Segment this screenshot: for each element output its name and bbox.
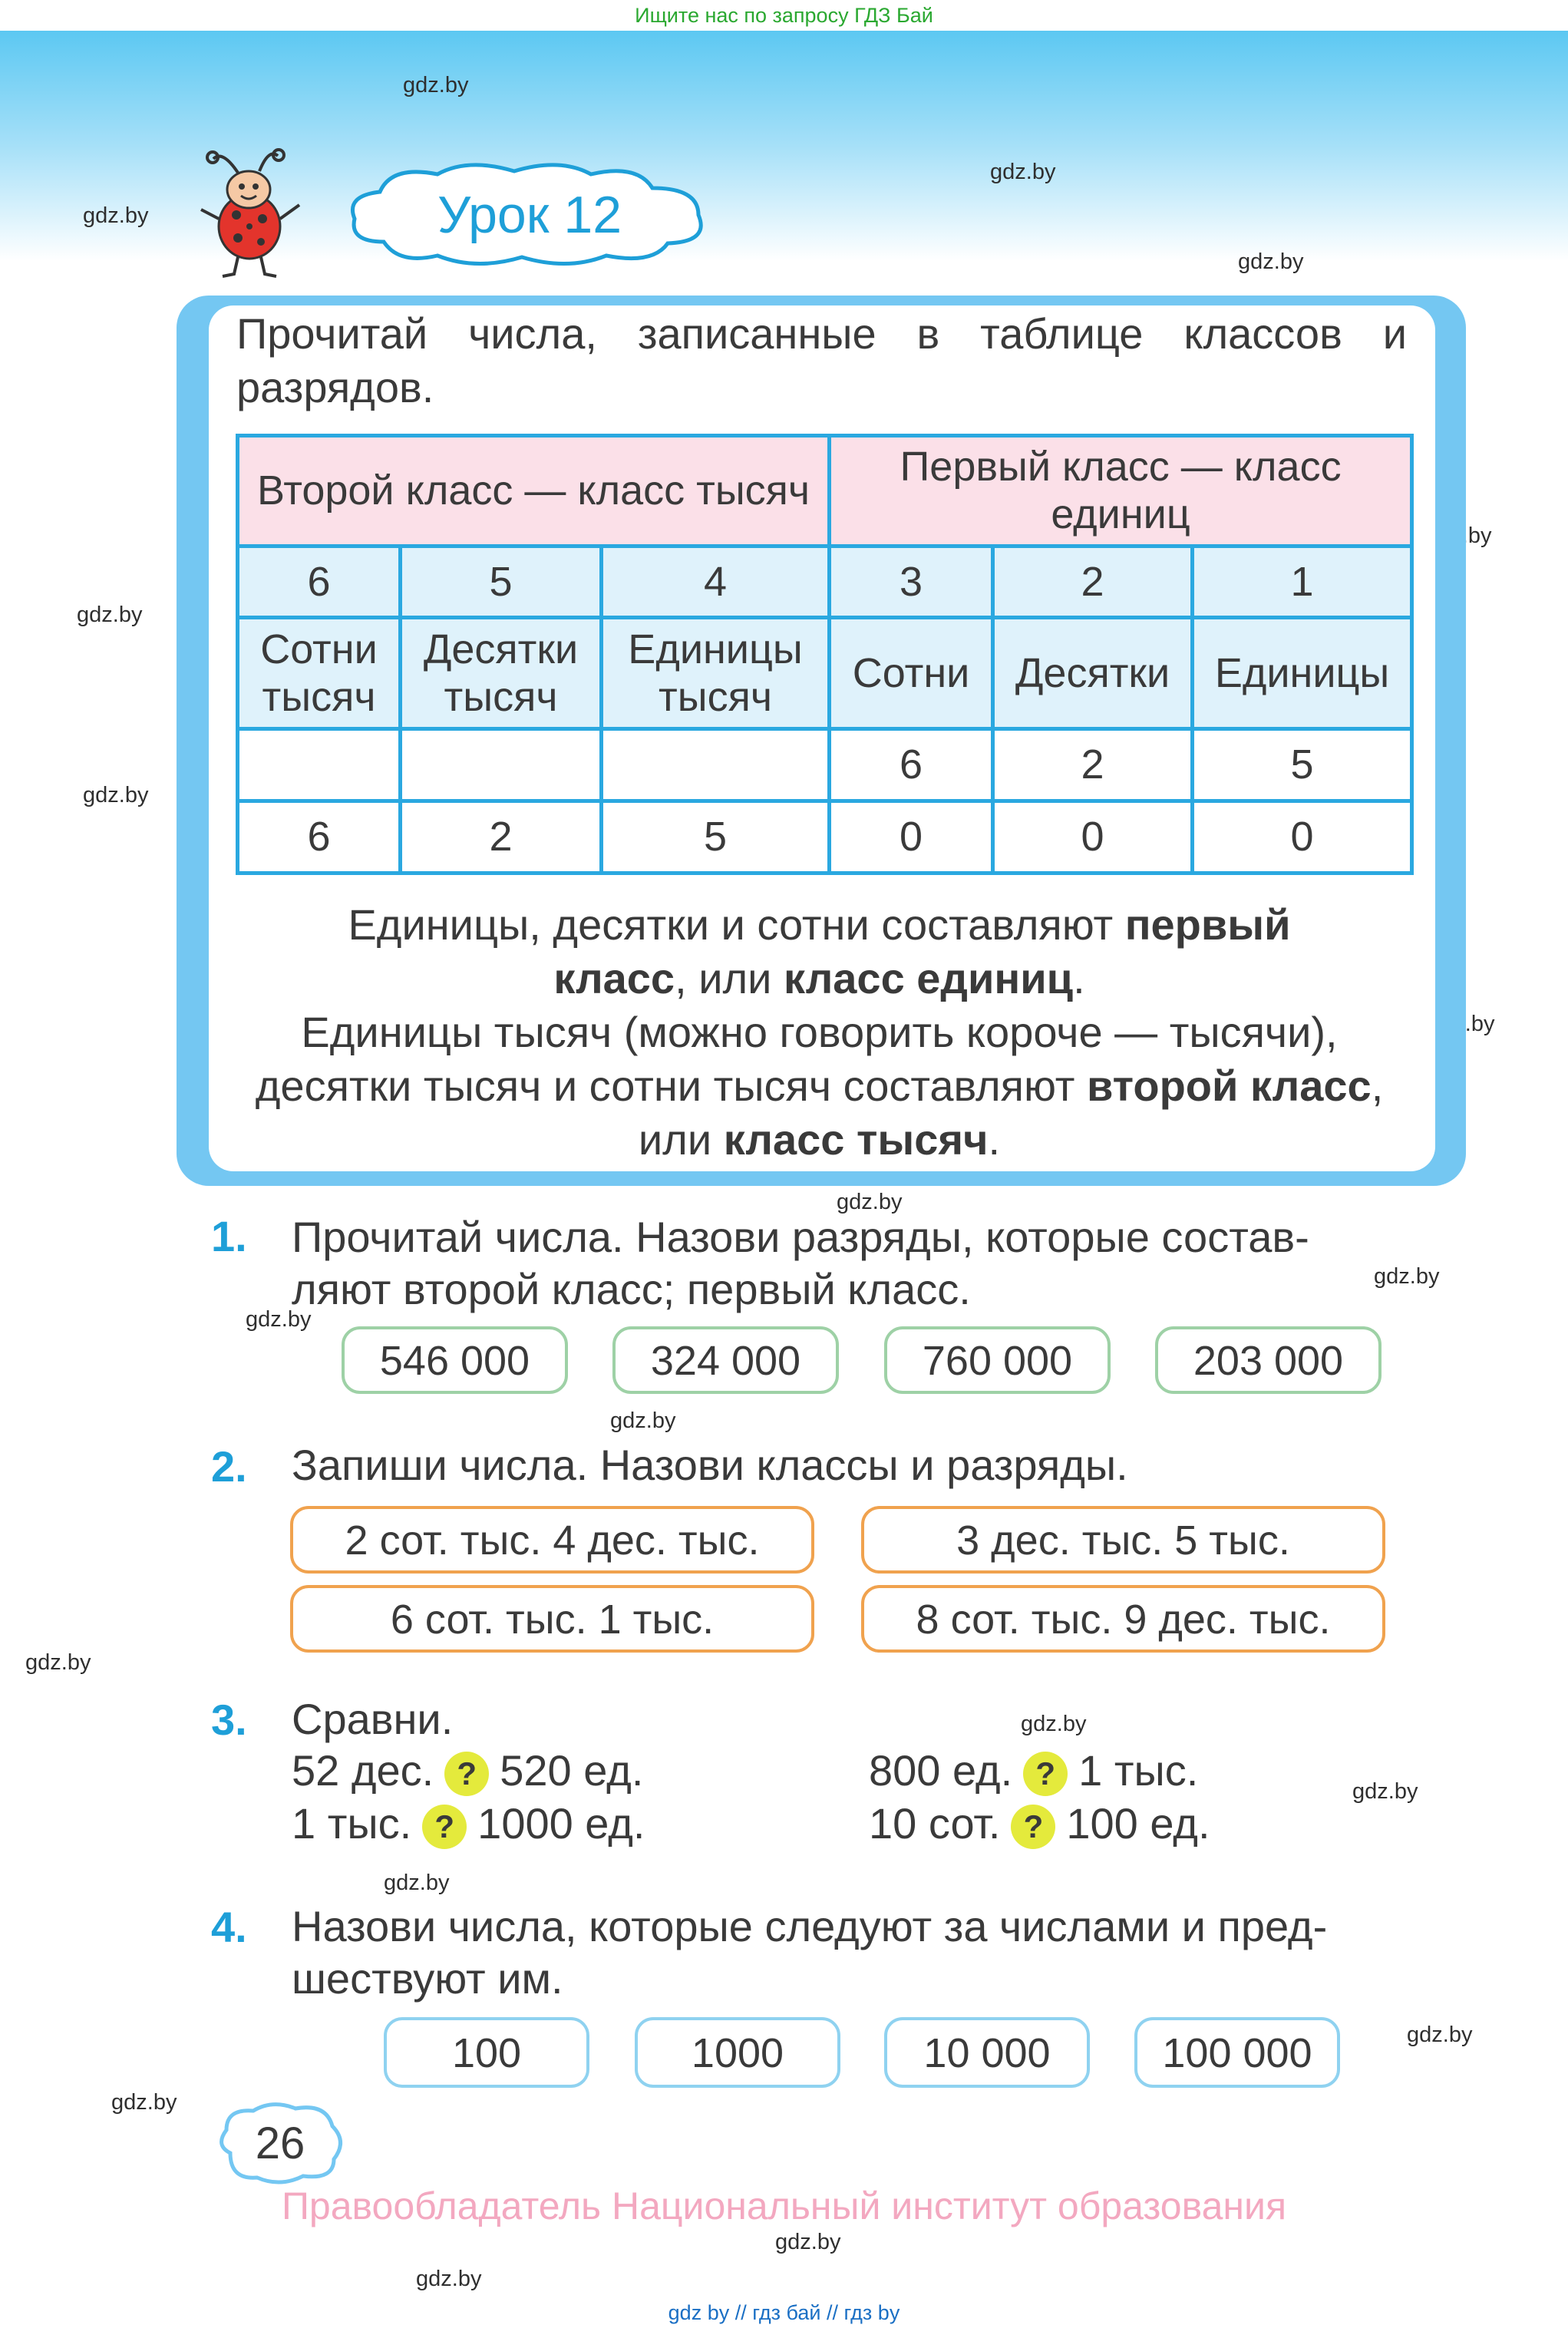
watermark: gdz.by [111,2090,177,2115]
exercise-3-text: Сравни. [292,1695,454,1743]
place-number: 2 [991,543,1195,620]
lesson-title: Урок 12 [437,186,622,244]
question-mark-icon: ? [422,1805,467,1850]
comparison: 52 дес.?520 ед. [292,1745,643,1797]
place-number: 4 [599,543,832,620]
watermark: gdz.by [610,1408,676,1433]
watermark: gdz.by [77,603,143,627]
comparison: 1 тыс.?1000 ед. [292,1798,645,1850]
watermark: gdz.by [1021,1712,1087,1736]
number-card: 324 000 [612,1326,839,1394]
place-name: Сотни [827,616,995,731]
footer-link[interactable]: gdz by [668,2301,730,2324]
table-cell: 2 [991,727,1195,803]
footer-separator: // [827,2301,839,2324]
rule-text: Единицы, десятки и сотни составляют перв… [230,898,1408,1167]
table-cell [599,727,832,803]
question-mark-icon: ? [1011,1805,1056,1850]
number-card: 760 000 [884,1326,1111,1394]
title-cloud [350,163,703,266]
exercise-2-text: Запиши числа. Назови классы и разряды. [292,1441,1128,1489]
watermark: gdz.by [837,1190,903,1214]
class-header-thousands: Второй класс — класс тысяч [235,434,832,548]
table-cell: 0 [1190,798,1415,876]
place-name: Единицы тысяч [599,616,832,731]
table-cell: 5 [599,798,832,876]
number-card: 2 сот. тыс. 4 дес. тыс. [290,1506,814,1574]
watermark: gdz.by [990,160,1056,184]
number-card: 3 дес. тыс. 5 тыс. [861,1506,1385,1574]
table-cell [398,727,603,803]
exercise-1-number: 1. [211,1212,247,1260]
number-card: 1000 [635,2017,840,2088]
watermark: gdz.by [83,203,149,228]
intro-text: Прочитай числа, записанные в таблице кла… [236,309,1407,411]
place-number: 6 [236,543,402,620]
class-header-units: Первый класс — класс единиц [827,434,1415,548]
rule-paragraph-1: Единицы, десятки и сотни составляют перв… [348,900,1291,1002]
watermark: gdz.by [83,783,149,807]
place-number: 3 [827,543,995,620]
question-mark-icon: ? [444,1752,490,1797]
table-cell: 0 [827,798,995,876]
footer-separator: // [734,2301,747,2324]
exercise-4-text: Назови числа, которые следуют за числами… [292,1902,1328,2003]
number-card: 203 000 [1155,1326,1381,1394]
place-name: Десятки [991,616,1195,731]
footer-link[interactable]: гдз by [843,2301,900,2324]
number-card: 10 000 [884,2017,1090,2088]
table-cell: 0 [991,798,1195,876]
number-card: 8 сот. тыс. 9 дес. тыс. [861,1585,1385,1653]
table-cell: 5 [1190,727,1415,803]
place-number: 5 [398,543,603,620]
ladybug-icon [200,148,301,278]
number-card: 6 сот. тыс. 1 тыс. [290,1585,814,1653]
watermark: gdz.by [1352,1779,1418,1804]
table-cell: 2 [398,798,603,876]
rule-paragraph-2: Единицы тысяч (можно говорить короче — т… [255,1008,1384,1164]
watermark: gdz.by [384,1871,450,1895]
watermark: gdz.by [1238,249,1304,274]
place-name: Десятки тысяч [398,616,603,731]
number-card: 546 000 [342,1326,568,1394]
comparison: 800 ед.?1 тыс. [869,1745,1198,1797]
exercise-4-number: 4. [211,1903,247,1951]
footer-links[interactable]: gdz by // гдз бай // гдз by [0,2301,1568,2325]
exercise-3-number: 3. [211,1696,247,1744]
watermark: gdz.by [403,73,469,97]
table-cell: 6 [236,798,402,876]
watermark: gdz.by [416,2267,482,2291]
table-cell: 6 [827,727,995,803]
question-mark-icon: ? [1023,1752,1068,1797]
exercise-1-text: Прочитай числа. Назови разряды, которые … [292,1213,1309,1313]
watermark: gdz.by [775,2230,841,2254]
page-number: 26 [255,2118,305,2168]
footer-link[interactable]: гдз бай [752,2301,821,2324]
table-cell [236,727,402,803]
number-card: 100 000 [1134,2017,1340,2088]
page-badge [220,2102,342,2184]
exercise-2-number: 2. [211,1442,247,1491]
watermark: gdz.by [246,1307,312,1332]
comparison: 10 сот.?100 ед. [869,1798,1210,1850]
place-name: Единицы [1190,616,1415,731]
top-note[interactable]: Ищите нас по запросу ГДЗ Бай [635,4,933,27]
place-number: 1 [1190,543,1415,620]
place-name: Сотни тысяч [236,616,402,731]
watermark: gdz.by [25,1650,91,1675]
watermark: gdz.by [1407,2023,1473,2047]
place-value-table: Второй класс — класс тысяч Первый класс … [235,434,1415,876]
number-card: 100 [384,2017,589,2088]
watermark: gdz.by [1374,1264,1440,1289]
copyright: Правообладатель Национальный институт об… [281,2184,1287,2227]
